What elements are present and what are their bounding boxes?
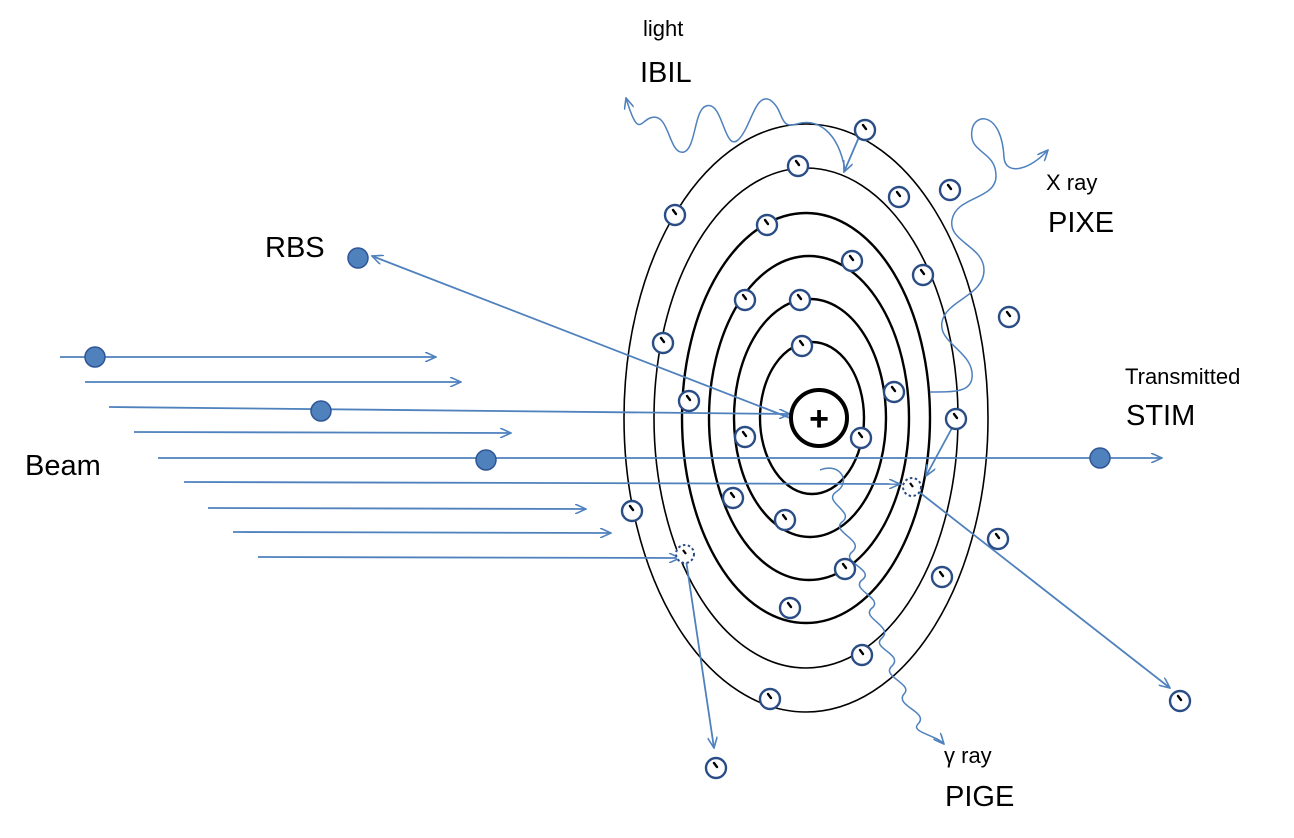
rbs-label: RBS bbox=[265, 232, 325, 264]
beam-label: Beam bbox=[25, 450, 101, 482]
ion-particles bbox=[84, 247, 1111, 471]
beam-lines bbox=[60, 357, 1162, 558]
electron-icon bbox=[938, 178, 962, 202]
electron-icon bbox=[840, 249, 864, 273]
pige-small-label: γ ray bbox=[944, 743, 992, 768]
beam-line-9 bbox=[257, 557, 680, 558]
ibil-small-label: light bbox=[643, 16, 683, 41]
electron-icon bbox=[986, 527, 1010, 551]
electron-vacancy-icon bbox=[675, 544, 695, 564]
pige-label: PIGE bbox=[945, 781, 1014, 813]
electron-icon bbox=[911, 263, 935, 287]
electron-icon bbox=[651, 331, 675, 355]
pige-gamma-wave bbox=[819, 467, 944, 744]
nucleus-icon bbox=[789, 388, 849, 448]
rbs-scatter-line bbox=[372, 256, 791, 419]
beam-line-8 bbox=[232, 532, 611, 533]
nucleus-symbol: + bbox=[809, 400, 829, 438]
electron-icon bbox=[853, 118, 877, 142]
orbit-5 bbox=[680, 211, 932, 625]
ejected-electron-icon bbox=[1168, 689, 1192, 713]
electron-icon bbox=[882, 380, 906, 404]
electron-icon bbox=[790, 334, 814, 358]
ejected-electron-icon bbox=[704, 756, 728, 780]
electron-icon bbox=[930, 565, 954, 589]
electron-icon bbox=[758, 687, 782, 711]
beam-line-4 bbox=[133, 432, 511, 433]
ion-particle-icon bbox=[310, 400, 332, 422]
electron-icon bbox=[887, 185, 911, 209]
stim-small-label: Transmitted bbox=[1125, 364, 1240, 389]
electron-icon bbox=[997, 305, 1021, 329]
electron-icon bbox=[620, 499, 644, 523]
beam-line-6 bbox=[183, 482, 900, 484]
ion-particle-icon bbox=[84, 346, 106, 368]
electron-icon bbox=[944, 407, 968, 431]
beam-line-3 bbox=[108, 406, 790, 414]
ion-particle-icon bbox=[1089, 447, 1111, 469]
electron-vacancy-icon bbox=[902, 477, 922, 497]
electron-icon bbox=[721, 486, 745, 510]
electron-icon bbox=[773, 508, 797, 532]
electron-icon bbox=[663, 203, 687, 227]
transition-arrow-inner bbox=[926, 427, 953, 476]
orbit-7 bbox=[623, 123, 989, 713]
electron-icon bbox=[755, 213, 779, 237]
electron-icon bbox=[786, 154, 810, 178]
ejected-electron-path-right bbox=[913, 487, 1170, 688]
pixe-small-label: X ray bbox=[1046, 170, 1097, 195]
electron-icon bbox=[778, 596, 802, 620]
ibil-light-wave bbox=[626, 98, 846, 171]
electron-icon bbox=[849, 426, 873, 450]
ion-particle-icon bbox=[347, 247, 369, 269]
ejected-electron-path-bottom bbox=[685, 559, 714, 748]
electron-icon bbox=[733, 288, 757, 312]
nucleus: + bbox=[789, 388, 849, 448]
ibil-label: IBIL bbox=[640, 57, 692, 89]
orbit-4 bbox=[707, 254, 911, 582]
electrons bbox=[620, 118, 1192, 780]
beam-line-7 bbox=[207, 508, 586, 509]
electron-icon bbox=[677, 389, 701, 413]
stim-label: STIM bbox=[1126, 400, 1195, 432]
electron-icon bbox=[833, 557, 857, 581]
electron-icon bbox=[788, 288, 812, 312]
electron-icon bbox=[850, 643, 874, 667]
pixe-label: PIXE bbox=[1048, 207, 1114, 239]
pixe-xray-wave bbox=[929, 118, 1048, 393]
ion-particle-icon bbox=[475, 449, 497, 471]
electron-icon bbox=[733, 425, 757, 449]
